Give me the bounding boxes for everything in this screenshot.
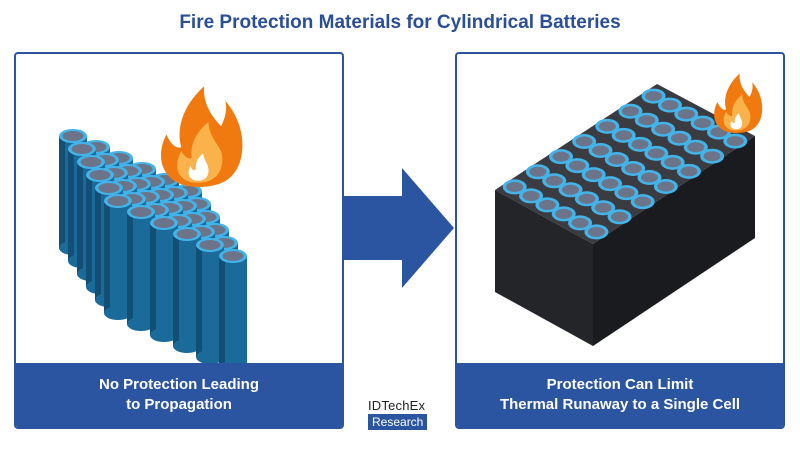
left-caption-line2: to Propagation (126, 396, 232, 413)
cell-top (634, 112, 659, 128)
cell-top (621, 161, 646, 176)
cell-top (549, 149, 574, 165)
fire-icon (714, 73, 763, 133)
unprotected-battery-cells-illustration (59, 86, 247, 364)
right-caption-line2: Thermal Runaway to a Single Cell (499, 396, 741, 413)
cell-top (700, 148, 725, 164)
cell-top (644, 145, 669, 161)
cell-top (565, 158, 590, 174)
cell-top (542, 173, 567, 189)
cell-top (519, 188, 544, 204)
cell-top (581, 167, 606, 183)
cell-top (651, 121, 676, 137)
cell-top (630, 194, 655, 210)
cell-top (574, 191, 599, 207)
right-caption: Protection Can Limit Thermal Runaway to … (457, 363, 783, 427)
cell-top (572, 134, 597, 149)
logo-name: IDTechEx (368, 398, 426, 413)
right-arrow-icon (344, 168, 454, 288)
cell-top (676, 163, 701, 179)
cell-top (591, 200, 616, 216)
cell-top (660, 154, 685, 170)
cell-top (683, 139, 708, 155)
cell-top (657, 97, 682, 113)
cell-top (637, 170, 662, 185)
cell-top (618, 103, 643, 119)
cell-top (667, 130, 692, 146)
battery-cell (219, 249, 247, 364)
cell-top (584, 224, 609, 240)
cell-top (614, 185, 639, 201)
left-panel: No Protection Leading to Propagation (14, 52, 344, 429)
left-caption-line1: No Protection Leading (98, 376, 259, 393)
cell-top (588, 143, 613, 158)
idtechex-logo: IDTechEx Research (368, 398, 432, 431)
cell-top-grid (502, 88, 748, 240)
left-caption: No Protection Leading to Propagation (16, 363, 342, 427)
protected-battery-pack-illustration (495, 73, 763, 346)
cell-top (627, 136, 652, 152)
cell-top (641, 88, 666, 104)
cell-top (604, 152, 629, 167)
cell-top (502, 179, 527, 195)
cell-top (607, 209, 632, 225)
right-caption-line1: Protection Can Limit (546, 376, 694, 393)
logo-tagline: Research (368, 414, 428, 430)
cell-top (598, 176, 623, 192)
cell-top (653, 179, 678, 194)
diagram-title: Fire Protection Materials for Cylindrica… (179, 12, 621, 33)
cell-top (690, 115, 715, 131)
cell-top (674, 106, 699, 122)
cell-top (595, 118, 620, 134)
right-panel: Protection Can Limit Thermal Runaway to … (455, 52, 785, 429)
cell-top (535, 197, 560, 213)
battery-cell-group (59, 129, 247, 364)
cell-top (568, 215, 593, 231)
cell-top (723, 133, 748, 149)
cell-top (558, 182, 583, 198)
fire-icon (160, 86, 243, 187)
cell-top (611, 127, 636, 143)
cell-top (551, 206, 576, 222)
cell-top (525, 164, 550, 180)
